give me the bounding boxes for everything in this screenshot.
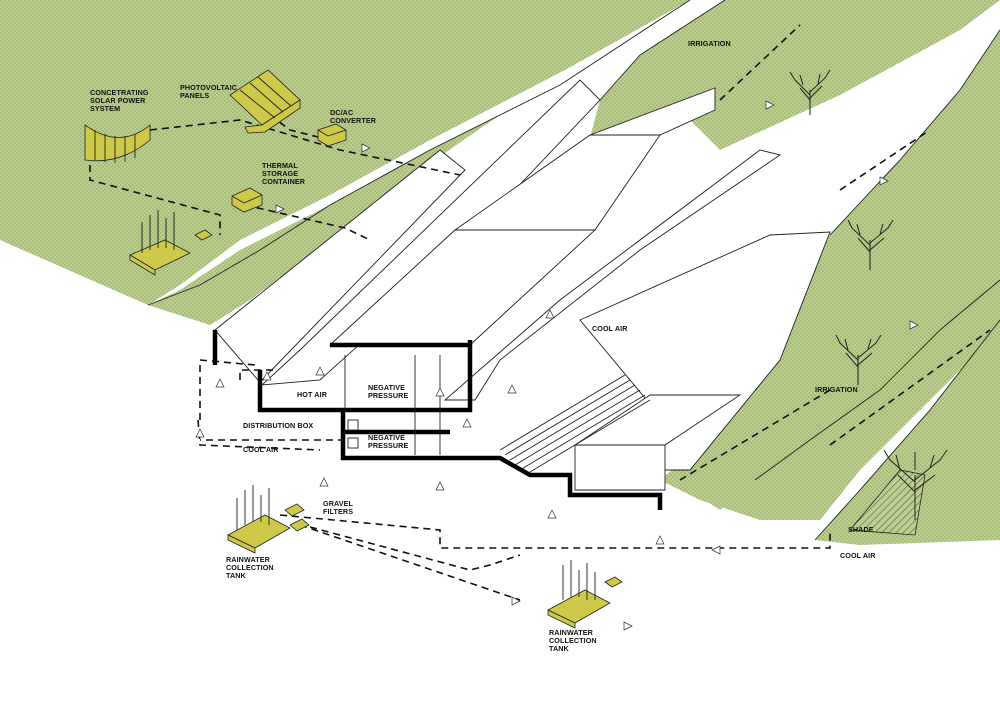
meadow-under-building: [660, 270, 1000, 520]
tree-icon: [835, 334, 882, 385]
steps: [499, 374, 651, 476]
section-wall-hot-air: [257, 340, 473, 413]
label-distribution-box: DISTRIBUTION BOX: [243, 421, 313, 430]
arrow-icon: [319, 477, 329, 487]
arrow-icon: [262, 371, 272, 381]
tree-icon: [847, 219, 894, 270]
arrow-icon: [879, 176, 889, 186]
meadow-upper-left: [0, 0, 690, 305]
arrow-icon: [511, 596, 521, 606]
label-cool-air-left: COOL AIR: [243, 445, 279, 454]
labels: CONCETRATING SOLAR POWER SYSTEM PHOTOVOL…: [90, 39, 876, 653]
label-rainwater-tank-2: RAINWATER COLLECTION TANK: [549, 628, 599, 653]
arrow-icon: [195, 428, 205, 438]
arrow-icon: [315, 366, 325, 376]
section-floor: [340, 410, 663, 510]
arrow-icon: [275, 204, 285, 214]
rain-tank-icon: [129, 210, 213, 276]
flow-lines: [89, 24, 991, 601]
arrow-icon: [547, 509, 557, 519]
label-shade: SHADE: [848, 525, 874, 534]
arrow-icon: [765, 100, 775, 110]
label-concentrating-solar: CONCETRATING SOLAR POWER SYSTEM: [90, 88, 151, 113]
paths: [147, 0, 1000, 541]
equipment: [84, 69, 623, 629]
label-photovoltaic: PHOTOVOLTAIC PANELS: [180, 83, 239, 100]
label-thermal-storage: THERMAL STORAGE CONTAINER: [262, 161, 306, 186]
arrow-icon: [215, 378, 225, 388]
label-irrigation-top: IRRIGATION: [688, 39, 731, 48]
arrow-icon: [435, 387, 445, 397]
trees: [789, 69, 948, 536]
arrow-icon: [711, 545, 721, 555]
arrow-icon: [507, 384, 517, 394]
label-rainwater-tank-1: RAINWATER COLLECTION TANK: [226, 555, 276, 580]
arrow-icon: [623, 621, 633, 631]
courtyard-strip: [443, 149, 782, 401]
flow-arrows: [195, 100, 919, 631]
arrow-icon: [545, 309, 555, 319]
tree-shade: [849, 469, 926, 536]
arrow-icon: [909, 320, 919, 330]
roof-upper-wedge: [589, 87, 716, 136]
pool-floor: [574, 444, 666, 491]
meadow-strip-top: [580, 0, 1000, 200]
label-hot-air: HOT AIR: [297, 390, 328, 399]
label-cool-air-mid: COOL AIR: [592, 324, 628, 333]
arrow-icon: [655, 535, 665, 545]
arrow-icon: [435, 481, 445, 491]
tree-icon: [883, 449, 948, 520]
label-gravel-filters: GRAVEL FILTERS: [323, 499, 355, 516]
landscape: [0, 0, 1000, 545]
roof-wedge-2: [260, 79, 601, 386]
arrow-icon: [462, 418, 472, 428]
label-converter: DC/AC CONVERTER: [330, 108, 377, 125]
label-irrigation-right: IRRIGATION: [815, 385, 858, 394]
converter-box-icon: [317, 123, 347, 147]
tree-icon: [789, 69, 831, 115]
meadow-slope-left: [148, 85, 560, 325]
solar-trough-icon: [84, 124, 151, 163]
solar-panel-icon: [229, 69, 301, 134]
label-negative-pressure-2: NEGATIVE PRESSURE: [368, 433, 408, 450]
rain-tank-icon: [227, 485, 310, 554]
rain-tank-icon: [547, 560, 623, 629]
distribution-box-icon: [347, 419, 359, 431]
label-cool-air-bottom: COOL AIR: [840, 551, 876, 560]
building: [212, 79, 831, 510]
thermal-container-icon: [231, 187, 263, 213]
label-negative-pressure-1: NEGATIVE PRESSURE: [368, 383, 408, 400]
vent-box-icon: [347, 437, 359, 449]
arrow-icon: [361, 143, 371, 153]
